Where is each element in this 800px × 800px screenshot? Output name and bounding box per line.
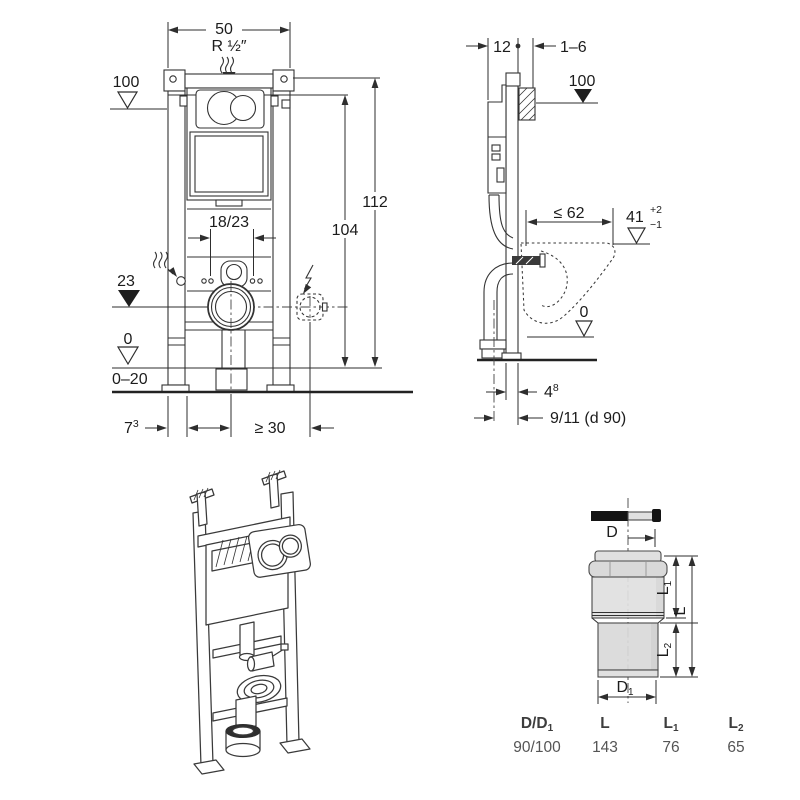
datum-triangle-open-icon (116, 91, 139, 110)
table-value-l1: 76 (662, 739, 679, 756)
front-outlet (112, 281, 348, 390)
front-floor-levels: 0 0–20 (112, 331, 413, 394)
datum-triangle-open-icon (116, 346, 140, 366)
front-dim-1823-label: 18/23 (209, 214, 249, 231)
table-value-l: 143 (592, 739, 618, 756)
pipe-dim-l-label: L (672, 606, 689, 615)
iso-flush-pipe (238, 621, 256, 662)
flush-bend-pipe (488, 194, 514, 250)
flush-button-small-icon (229, 94, 257, 122)
front-dim-23-label: 23 (117, 273, 135, 290)
datum-triangle-open-icon (575, 320, 593, 338)
side-dim-bowl: ≤ 62 41 +2 −1 (525, 204, 662, 246)
datum-triangle-open-icon (626, 227, 647, 245)
front-datum-100-label: 100 (113, 74, 140, 91)
front-dim-112-label: 112 (362, 194, 388, 211)
table-value-dd1: 90/100 (513, 739, 561, 756)
isometric-view-diagram (189, 469, 312, 775)
side-datum-100-label: 100 (569, 73, 596, 90)
table-header-l2: L2 (728, 715, 743, 734)
side-dim-wall-gap-label: 1–6 (560, 39, 587, 56)
front-dim-104-label: 104 (332, 222, 359, 239)
front-electrical-connection (296, 264, 328, 437)
wall-hatch-block (518, 87, 536, 121)
front-floor-range-label: 0–20 (112, 371, 148, 388)
wc-bowl-dotted-outline (520, 242, 616, 324)
front-dim-bottom: 73 ≥ 30 (124, 394, 334, 437)
pipe-dim-d1-label: D1 (616, 679, 634, 698)
side-dim-62-label: ≤ 62 (553, 205, 584, 222)
iso-foot-right (279, 738, 311, 754)
iso-wall-bracket-right (261, 469, 287, 509)
pipe-dim-d-label: D (606, 524, 618, 541)
iso-drain-elbow (235, 674, 282, 731)
front-dim-heights: 112 104 (293, 77, 394, 367)
iso-flush-plate (247, 523, 312, 578)
iso-outlet-sleeve (225, 724, 261, 758)
side-dim-12-label: 12 (493, 39, 511, 56)
front-dim-side-min-label: ≥ 30 (254, 420, 285, 437)
side-datum-0-label: 0 (580, 304, 589, 321)
inspection-window (189, 131, 269, 197)
table-header-l1: L1 (663, 715, 678, 734)
datum-triangle-filled-icon (574, 89, 592, 103)
pipe-dim-d: D (606, 524, 656, 547)
side-dim-41-tol-plus: +2 (650, 204, 662, 216)
bowl-fixing-rod (512, 253, 546, 268)
pipe-dim-l2-label: L2 (655, 642, 674, 657)
front-frame-structure (161, 69, 348, 393)
drain-elbow-pipe (483, 262, 514, 340)
front-view-diagram: 50 R ½″ 100 (110, 21, 413, 437)
front-dim-fixing: 18/23 (188, 214, 276, 284)
front-dim-foot-label: 73 (124, 418, 139, 437)
table-value-l2: 65 (727, 739, 744, 756)
side-dim-41-tol-minus: −1 (650, 219, 662, 231)
seal-ring-section (591, 509, 661, 522)
side-view-diagram: 12 1–6 100 (466, 38, 662, 427)
side-dim-top: 12 1–6 (466, 38, 587, 100)
electrical-box-outline (296, 293, 324, 321)
side-dim-41-label: 41 (626, 209, 644, 226)
datum-triangle-filled-icon (118, 290, 140, 307)
pipe-dim-l1-label: L1 (655, 580, 674, 595)
water-wave-icon (219, 56, 235, 74)
front-datum-100: 100 (110, 74, 167, 110)
dimension-table: D/D1 L L1 L2 90/100 143 76 65 (513, 715, 744, 756)
side-floor-levels: 0 (477, 304, 597, 362)
iso-wall-bracket-left (189, 487, 215, 527)
front-water-supply-symbol (152, 251, 186, 286)
side-datum-100: 100 (536, 73, 598, 104)
front-dim-50-label: 50 (215, 21, 233, 38)
side-dim-rail-label: 48 (544, 382, 559, 401)
pipe-fitting-diagram: D L1 (513, 498, 745, 756)
iso-foot-left (193, 759, 225, 775)
pipe-dim-d1: D1 (597, 679, 657, 704)
side-frame-profile (479, 72, 546, 361)
table-header-dd1: D/D1 (521, 715, 554, 734)
iso-supply-valve (246, 643, 289, 672)
lightning-bolt-icon (304, 264, 314, 290)
pipe-dim-right: L1 L2 L (655, 555, 698, 678)
side-dim-outlet-label: 9/11 (d 90) (550, 410, 626, 427)
side-dim-bottom: 48 9/11 (d 90) (474, 300, 626, 427)
front-dim-outlet-height: 23 (117, 273, 140, 307)
front-dim-width: 50 (167, 21, 291, 68)
pipe-body (588, 550, 668, 678)
front-datum-0-label: 0 (124, 331, 133, 348)
supply-thread-label: R ½″ (211, 38, 246, 55)
water-wave-icon (152, 251, 169, 269)
table-header-l: L (600, 715, 609, 732)
cistern-profile (487, 84, 507, 194)
